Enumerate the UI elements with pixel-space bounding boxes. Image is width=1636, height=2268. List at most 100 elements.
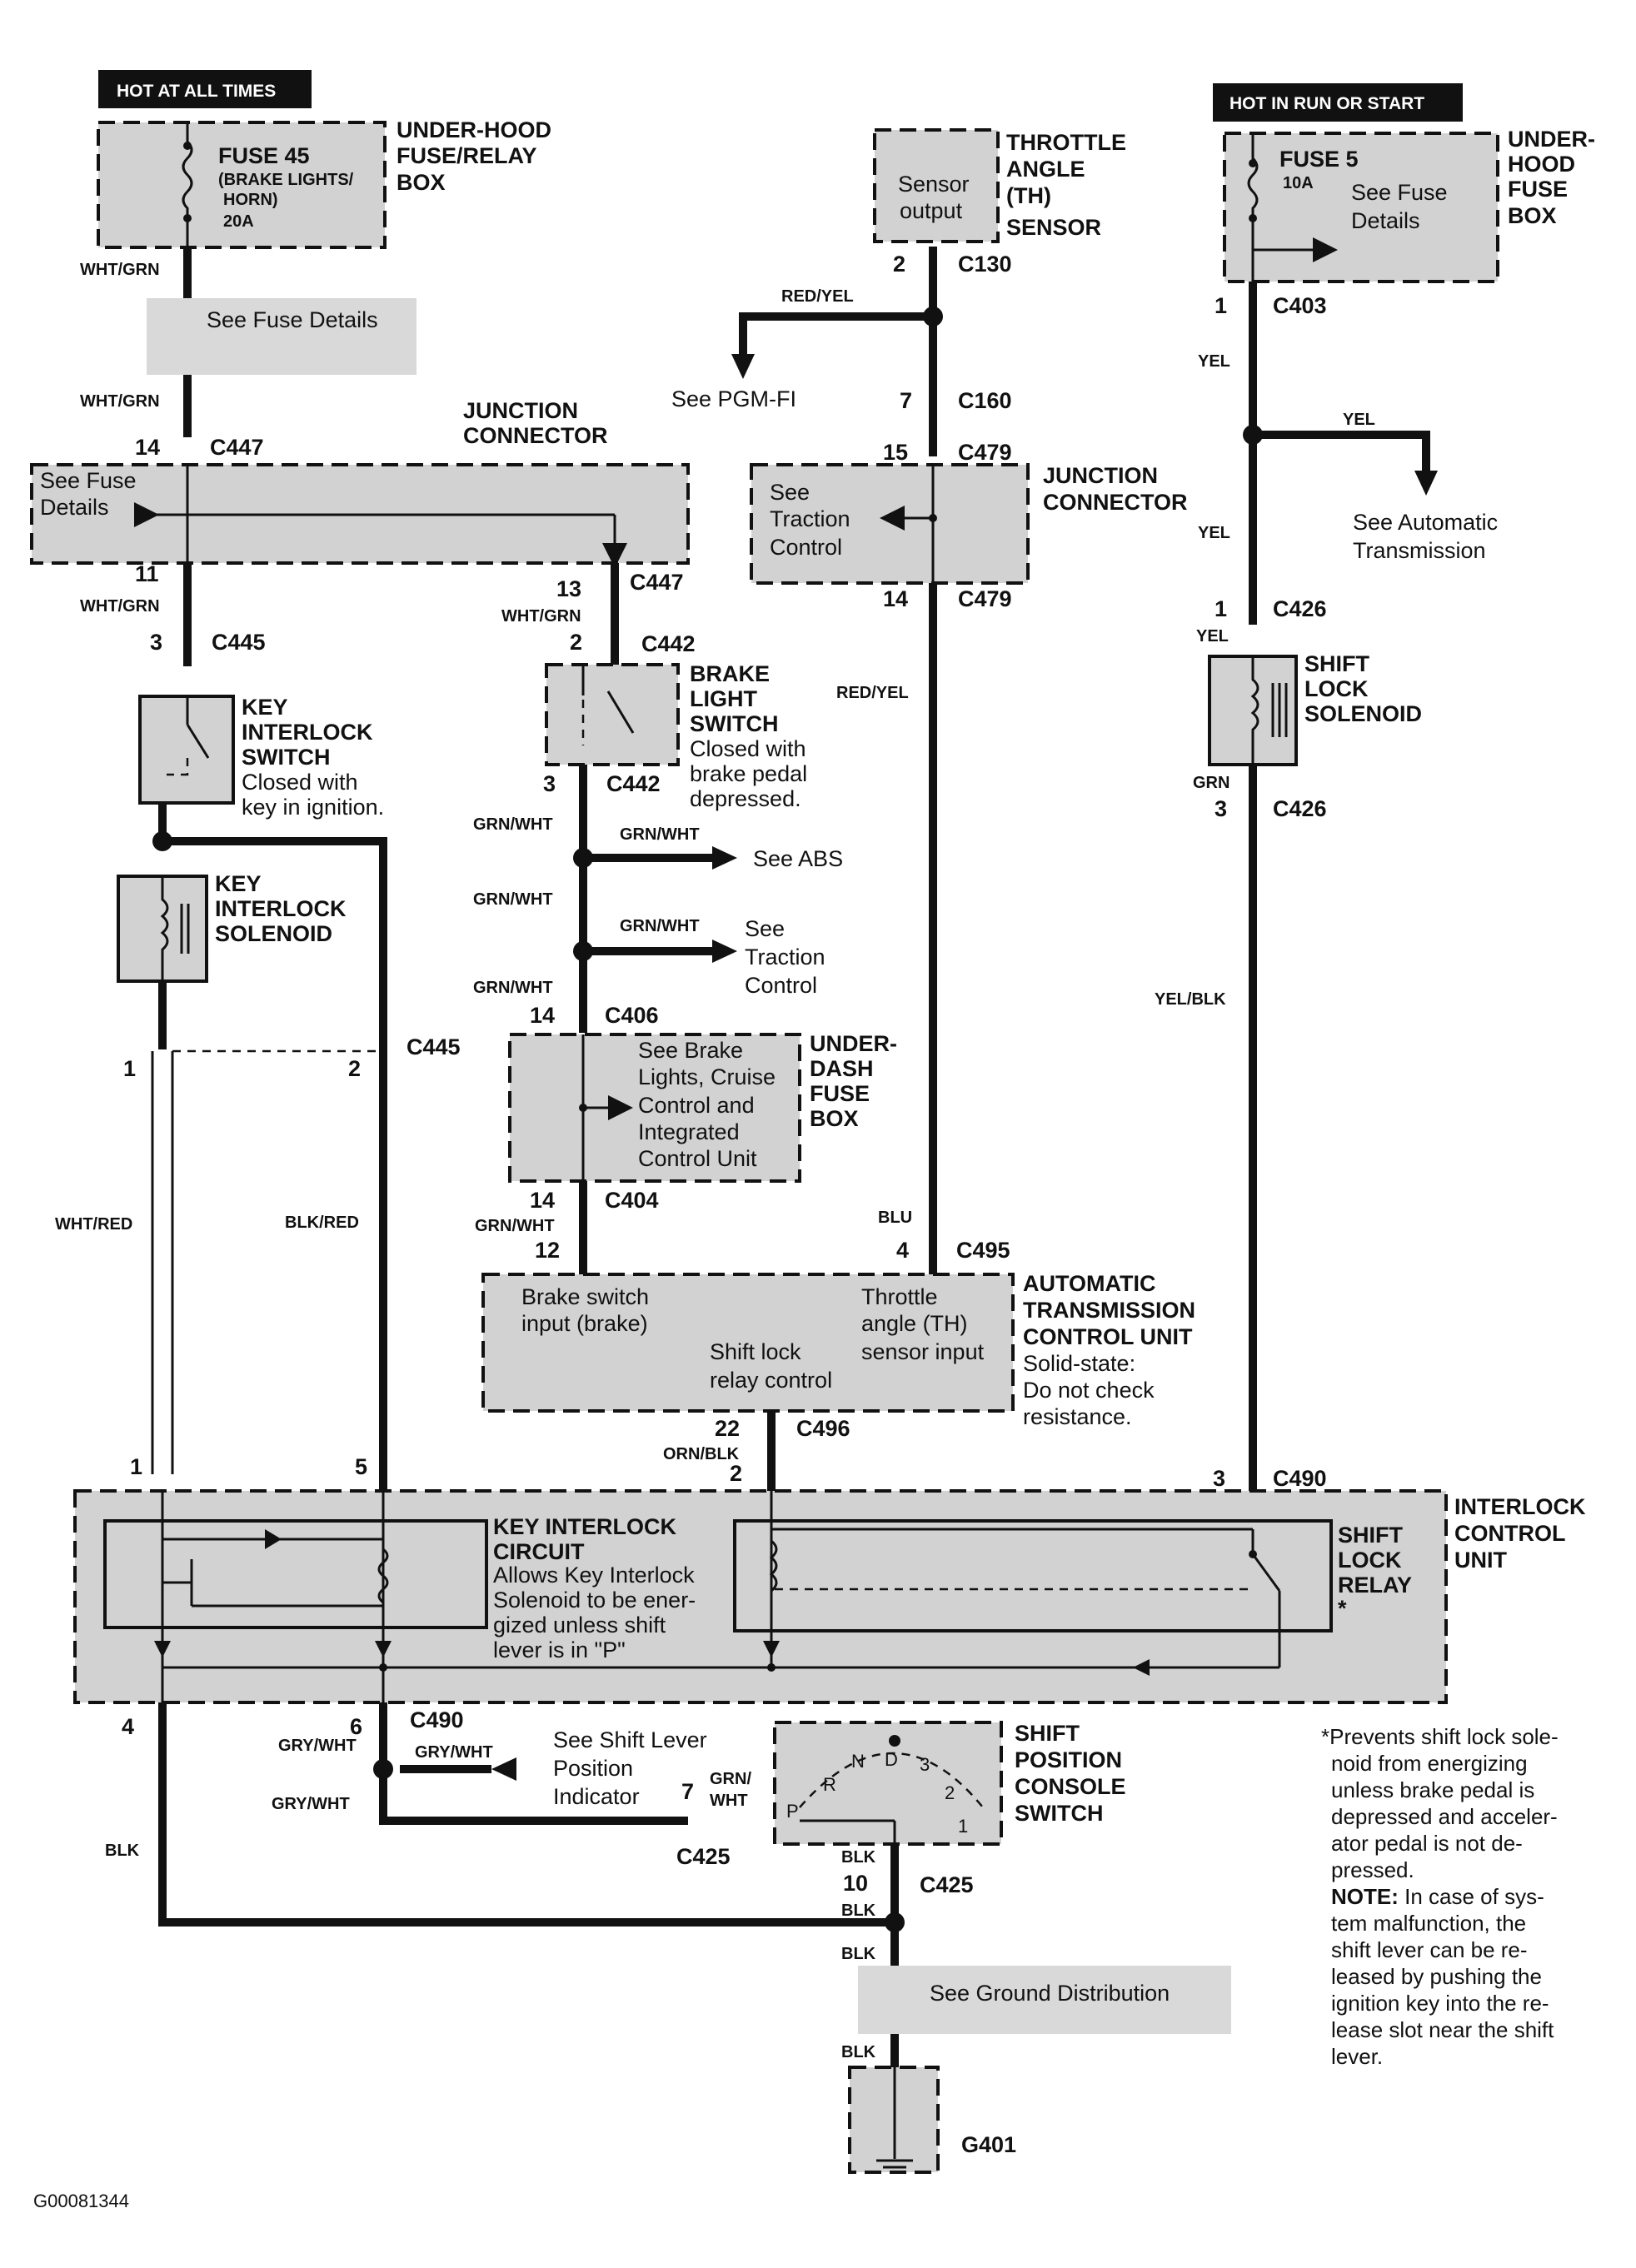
diagram-label: See xyxy=(745,916,785,941)
diagram-label: D xyxy=(885,1749,898,1770)
diagram-label: 14 xyxy=(135,435,160,460)
diagram-label: SWITCH xyxy=(242,745,330,770)
fuse-5-box: FUSE 5 10A See Fuse Details xyxy=(1223,132,1499,283)
diagram-label: See Fuse xyxy=(40,468,137,493)
diagram-label: CONTROL UNIT xyxy=(1023,1324,1193,1349)
shift-position-console-switch: P R N D 3 2 1 xyxy=(773,1721,1003,1846)
key-interlock-solenoid xyxy=(117,875,208,983)
diagram-label: WHT/GRN xyxy=(80,597,160,616)
diagram-label: LOCK xyxy=(1338,1548,1402,1573)
diagram-label: C426 xyxy=(1273,796,1327,821)
diagram-label: 22 xyxy=(715,1416,740,1441)
diagram-label: (TH) xyxy=(1006,183,1051,208)
diagram-label: KEY xyxy=(215,871,262,896)
diagram-label: LIGHT xyxy=(690,686,757,711)
hot-in-run-tag: HOT IN RUN OR START xyxy=(1213,83,1463,122)
diagram-label: BLU xyxy=(878,1209,912,1227)
diagram-label: C160 xyxy=(958,388,1012,413)
automatic-transmission-control-unit: Brake switch input (brake) Throttle angl… xyxy=(481,1273,1015,1413)
diagram-label: FUSE/RELAY xyxy=(397,143,537,168)
fuse-box-label: UNDER-HOOD xyxy=(397,117,551,142)
diagram-label: BLK xyxy=(841,1945,876,1963)
diagram-label: JUNCTION xyxy=(1043,463,1158,488)
diagram-label: Do not check xyxy=(1023,1378,1155,1403)
diagram-label: BOX xyxy=(1508,203,1557,228)
diagram-label: 2 xyxy=(348,1056,361,1081)
interlock-control-unit: KEY INTERLOCK CIRCUIT Allows Key Interlo… xyxy=(73,1489,1448,1704)
under-dash-fuse-box: See Brake Lights, Cruise Control and Int… xyxy=(508,1033,801,1183)
diagram-label: ator pedal is not de- xyxy=(1331,1831,1523,1856)
diagram-label: See Shift Lever xyxy=(553,1727,707,1752)
diagram-label: 6 xyxy=(350,1714,362,1739)
diagram-label: unless brake pedal is xyxy=(1331,1777,1534,1802)
diagram-label: 10 xyxy=(843,1871,868,1896)
diagram-label: * xyxy=(1338,1596,1347,1621)
diagram-label: 2 xyxy=(945,1782,955,1803)
diagram-label: INTERLOCK xyxy=(1454,1494,1586,1519)
diagram-label: Allows Key Interlock xyxy=(493,1563,695,1588)
diagram-label: GRN/WHT xyxy=(473,815,553,834)
diagram-label: brake pedal xyxy=(690,761,807,786)
diagram-label: UNDER- xyxy=(810,1031,897,1056)
diagram-label: INTERLOCK xyxy=(242,720,373,745)
diagram-label: tem malfunction, the xyxy=(1331,1911,1526,1936)
diagram-label: See PGM-FI xyxy=(671,386,796,411)
diagram-label: C479 xyxy=(958,586,1012,611)
junction-connector-traction: See Traction Control xyxy=(750,463,1030,585)
diagram-label: C425 xyxy=(920,1872,974,1897)
diagram-label: 1 xyxy=(1215,596,1227,621)
diagram-label: WHT/GRN xyxy=(501,607,581,626)
fuse-45-box: FUSE 45 (BRAKE LIGHTS/ HORN) 20A xyxy=(97,121,387,249)
diagram-label: KEY xyxy=(242,695,288,720)
diagram-label: *Prevents shift lock sole- xyxy=(1321,1724,1559,1749)
diagram-label: Control and xyxy=(638,1093,755,1118)
diagram-label: 3 xyxy=(543,771,556,796)
diagram-label: 14 xyxy=(530,1188,555,1213)
diagram-label: 2 xyxy=(730,1461,742,1486)
diagram-label: JUNCTION xyxy=(463,398,578,423)
diagram-label: 1 xyxy=(123,1056,136,1081)
diagram-label: POSITION xyxy=(1015,1747,1122,1772)
diagram-label: 4 xyxy=(896,1238,909,1263)
diagram-label: Throttle xyxy=(861,1284,938,1309)
diagram-label: Brake switch xyxy=(521,1284,649,1309)
shift-lock-solenoid xyxy=(1208,655,1298,766)
diagram-label: C442 xyxy=(606,771,661,796)
diagram-label: Traction xyxy=(770,506,850,531)
key-interlock-switch xyxy=(138,695,235,805)
diagram-label: C496 xyxy=(796,1416,850,1441)
diagram-label: Details xyxy=(40,495,109,520)
diagram-label: CIRCUIT xyxy=(493,1539,585,1564)
diagram-label: SHIFT xyxy=(1304,651,1370,676)
diagram-label: 7 xyxy=(681,1779,694,1804)
diagram-label: FUSE xyxy=(1508,177,1568,202)
diagram-label: BRAKE xyxy=(690,661,770,686)
diagram-label: 5 xyxy=(355,1454,367,1479)
diagram-label: 2 xyxy=(570,630,582,655)
diagram-label: P xyxy=(786,1801,799,1822)
diagram-label: YEL xyxy=(1196,627,1229,646)
diagram-label: (BRAKE LIGHTS/ xyxy=(218,171,354,189)
ground-distribution-note xyxy=(858,1966,1231,2034)
diagram-label: 3 xyxy=(1215,796,1227,821)
diagram-label: YEL/BLK xyxy=(1155,990,1226,1009)
diagram-label: See Brake xyxy=(638,1038,743,1063)
diagram-label: 10A xyxy=(1283,174,1314,192)
diagram-label: pressed. xyxy=(1331,1857,1414,1882)
diagram-label: SENSOR xyxy=(1006,215,1101,240)
diagram-label: C425 xyxy=(676,1844,731,1869)
diagram-label: 4 xyxy=(122,1714,134,1739)
diagram-label: 3 xyxy=(1213,1466,1225,1491)
diagram-label: C447 xyxy=(630,570,684,595)
diagram-label: SOLENOID xyxy=(1304,701,1422,726)
diagram-label: C490 xyxy=(410,1707,464,1732)
diagram-label: 7 xyxy=(900,388,912,413)
diagram-label: depressed. xyxy=(690,786,801,811)
diagram-label: See xyxy=(770,480,810,505)
diagram-label: Closed with xyxy=(242,770,358,795)
diagram-label: Integrated xyxy=(638,1119,740,1144)
diagram-label: C403 xyxy=(1273,293,1327,318)
diagram-label: THROTTLE xyxy=(1006,130,1126,155)
diagram-label: Transmission xyxy=(1353,538,1486,563)
diagram-label: LOCK xyxy=(1304,676,1369,701)
